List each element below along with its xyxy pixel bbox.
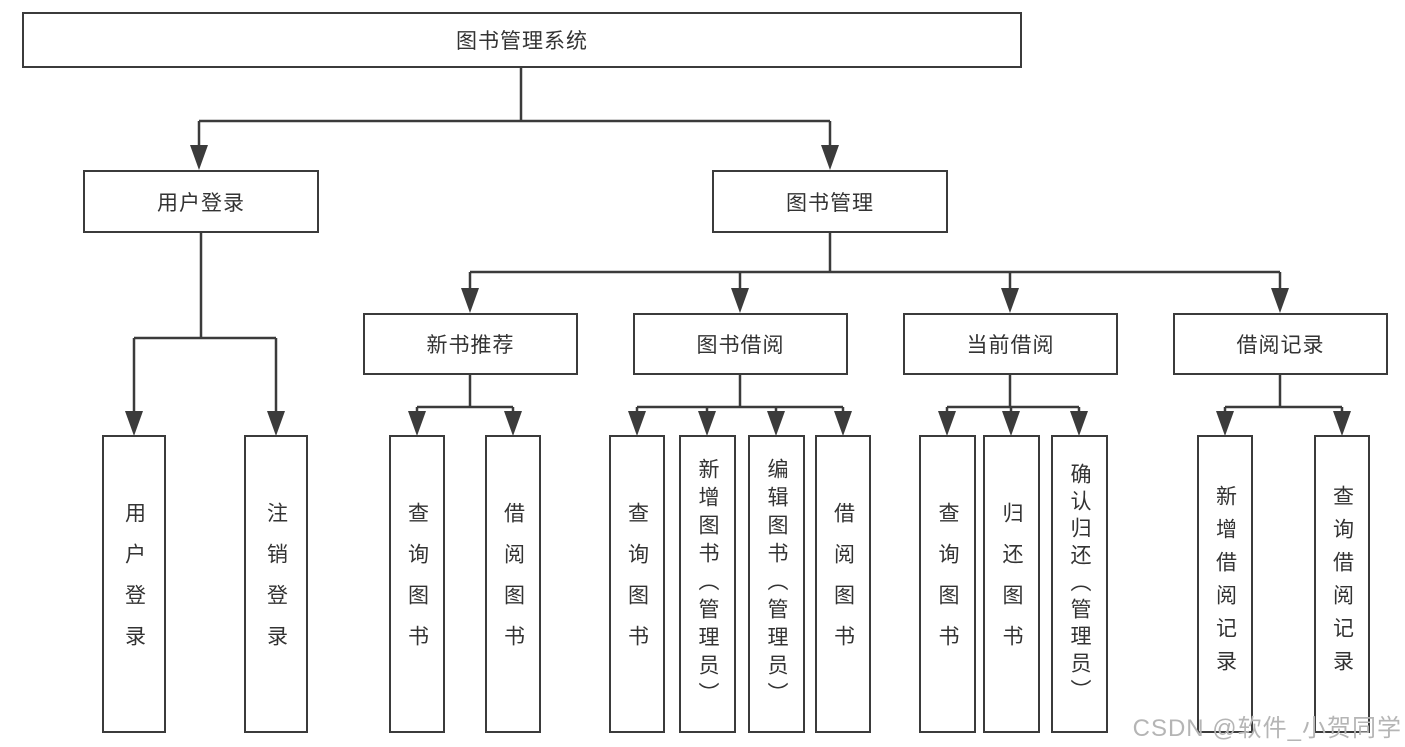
node-label: 图书管理系统 <box>456 30 588 53</box>
leaf-label: 新增借阅记录 <box>1213 485 1237 683</box>
leaf-edit-book-admin: 编辑图书（管理员） <box>748 435 805 733</box>
node-new-book-recommend: 新书推荐 <box>363 313 578 375</box>
leaf-borrow-books-recommend: 借阅图书 <box>485 435 541 733</box>
leaf-label: 借阅图书 <box>501 502 525 666</box>
node-current-borrowing: 当前借阅 <box>903 313 1118 375</box>
leaf-label: 用户登录 <box>122 502 146 666</box>
leaf-label: 新增图书（管理员） <box>696 458 719 710</box>
node-library-management-system: 图书管理系统 <box>22 12 1022 68</box>
leaf-label: 查询借阅记录 <box>1330 485 1354 683</box>
node-label: 新书推荐 <box>426 334 515 357</box>
leaf-logout: 注销登录 <box>244 435 308 733</box>
leaf-add-book-admin: 新增图书（管理员） <box>679 435 736 733</box>
leaf-label: 确认归还（管理员） <box>1068 462 1091 706</box>
leaf-query-books-current: 查询图书 <box>919 435 976 733</box>
leaf-label: 归还图书 <box>1000 502 1023 666</box>
arrowhead-icons <box>125 145 1351 436</box>
node-label: 图书借阅 <box>696 334 785 357</box>
leaf-borrow-books-borrowing: 借阅图书 <box>815 435 871 733</box>
node-user-login: 用户登录 <box>83 170 319 233</box>
node-label: 当前借阅 <box>966 334 1055 357</box>
leaf-confirm-return-admin: 确认归还（管理员） <box>1051 435 1108 733</box>
leaf-return-book: 归还图书 <box>983 435 1040 733</box>
leaf-label: 查询图书 <box>405 502 429 666</box>
leaf-label: 编辑图书（管理员） <box>765 458 788 710</box>
node-label: 图书管理 <box>786 191 874 215</box>
leaf-query-books-borrowing: 查询图书 <box>609 435 665 733</box>
leaf-query-books-recommend: 查询图书 <box>389 435 445 733</box>
leaf-query-borrow-record: 查询借阅记录 <box>1314 435 1370 733</box>
leaf-label: 注销登录 <box>264 502 288 666</box>
leaf-label: 借阅图书 <box>831 502 855 666</box>
leaf-user-login: 用户登录 <box>102 435 166 733</box>
node-borrowing-records: 借阅记录 <box>1173 313 1388 375</box>
node-label: 借阅记录 <box>1236 334 1325 357</box>
node-book-borrowing: 图书借阅 <box>633 313 848 375</box>
leaf-add-borrow-record: 新增借阅记录 <box>1197 435 1253 733</box>
leaf-label: 查询图书 <box>936 502 959 666</box>
node-label: 用户登录 <box>157 191 245 215</box>
leaf-label: 查询图书 <box>625 502 649 666</box>
csdn-watermark: CSDN @软件_小贺同学 <box>1132 715 1402 742</box>
node-book-management: 图书管理 <box>712 170 948 233</box>
